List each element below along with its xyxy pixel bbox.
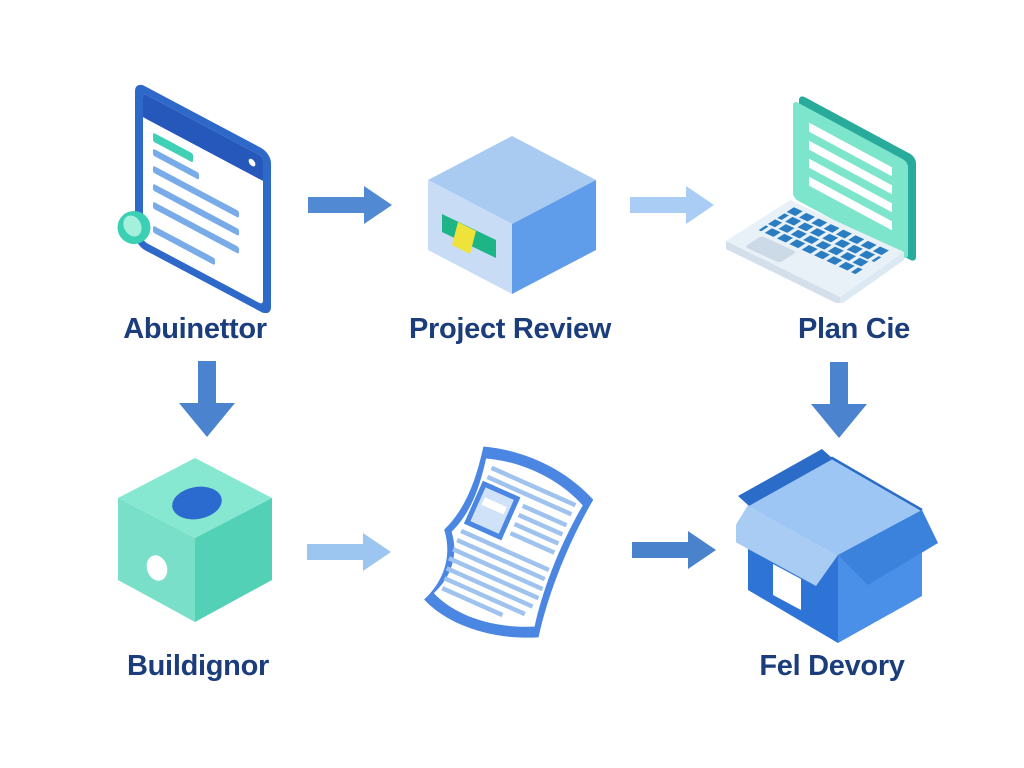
laptop-touchpad bbox=[746, 236, 796, 263]
box-right-front-flap bbox=[838, 510, 938, 585]
arrow-right-icon bbox=[307, 533, 391, 571]
arrow-down-icon bbox=[811, 362, 867, 438]
box-back-flap bbox=[738, 449, 832, 505]
node-label-window: Abuinettor bbox=[123, 313, 267, 345]
teal-cube-icon bbox=[118, 458, 272, 622]
arrow-right-icon bbox=[632, 531, 716, 569]
node-label-cube: Project Review bbox=[408, 313, 612, 345]
curled-document-icon bbox=[424, 446, 594, 638]
open-box-icon bbox=[736, 449, 938, 643]
box-left-front-flap bbox=[736, 505, 838, 586]
laptop-icon bbox=[726, 96, 916, 303]
browser-window-icon bbox=[117, 84, 271, 313]
arrow-right-icon bbox=[308, 186, 392, 224]
arrow-down-icon bbox=[179, 361, 235, 437]
cube-side-hole bbox=[146, 555, 168, 581]
node-label-teal-cube: Buildignor bbox=[127, 650, 269, 682]
laptop-keyboard bbox=[746, 207, 891, 275]
document-image-placeholder bbox=[463, 480, 521, 541]
box-label-sticker bbox=[773, 564, 801, 610]
node-label-box: Fel Devory bbox=[759, 650, 905, 682]
arrow-right-icon bbox=[630, 186, 714, 224]
node-label-laptop: Plan Cie bbox=[797, 313, 911, 345]
box-interior bbox=[748, 458, 922, 555]
blue-cube-icon bbox=[428, 136, 596, 294]
laptop-screen bbox=[793, 102, 908, 258]
window-dot bbox=[248, 158, 256, 167]
cube-top-hole bbox=[172, 486, 222, 520]
